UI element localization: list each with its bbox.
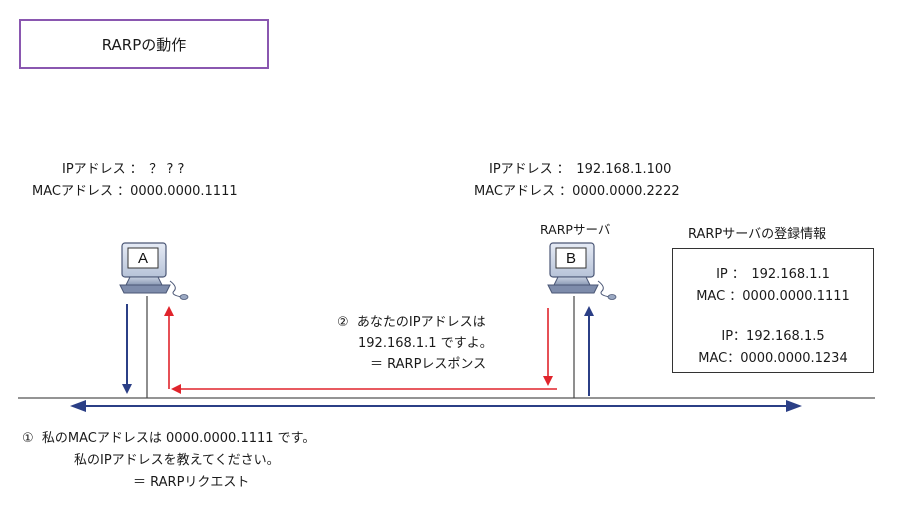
registry-entry1-ip: IP ： 192.168.1.1	[716, 267, 830, 282]
reply-line3: ＝ RARPレスポンス	[370, 357, 487, 372]
computer-icon: B	[547, 242, 617, 300]
diagram-title-text: RARPの動作	[101, 35, 187, 54]
registry-box: IP ： 192.168.1.1 MAC ：0000.0000.1111 IP：…	[672, 248, 874, 373]
host-a-mac: MACアドレス ：0000.0000.1111	[32, 184, 238, 199]
host-a-ip: IPアドレス ： ？ ? ?	[62, 162, 185, 177]
host-b-ip: IPアドレス ： 192.168.1.100	[489, 162, 672, 177]
broadcast-arrow-left-head	[70, 400, 86, 412]
registry-entry1-mac: MAC ：0000.0000.1111	[696, 289, 850, 304]
reply-line2: 192.168.1.1 ですよ。	[358, 336, 493, 351]
host-b-mac: MACアドレス ：0000.0000.2222	[474, 184, 680, 199]
registry-entry2-mac: MAC：0000.0000.1234	[698, 351, 848, 366]
registry-entry2-ip: IP：192.168.1.5	[721, 329, 825, 344]
diagram-title: RARPの動作	[19, 19, 269, 69]
computer-icon: A	[119, 242, 189, 300]
reply-line1: ② あなたのIPアドレスは	[337, 315, 486, 330]
registry-title: RARPサーバの登録情報	[688, 227, 827, 242]
request-line3: ＝ RARPリクエスト	[133, 475, 250, 490]
rarp-server-label: RARPサーバ	[540, 222, 611, 237]
computer-b-letter: B	[566, 250, 576, 267]
request-line2: 私のIPアドレスを教えてください。	[74, 453, 280, 468]
request-line1: ① 私のMACアドレスは 0000.0000.1111 です。	[22, 431, 316, 446]
computer-a-letter: A	[138, 250, 148, 267]
broadcast-arrow-right-head	[786, 400, 802, 412]
